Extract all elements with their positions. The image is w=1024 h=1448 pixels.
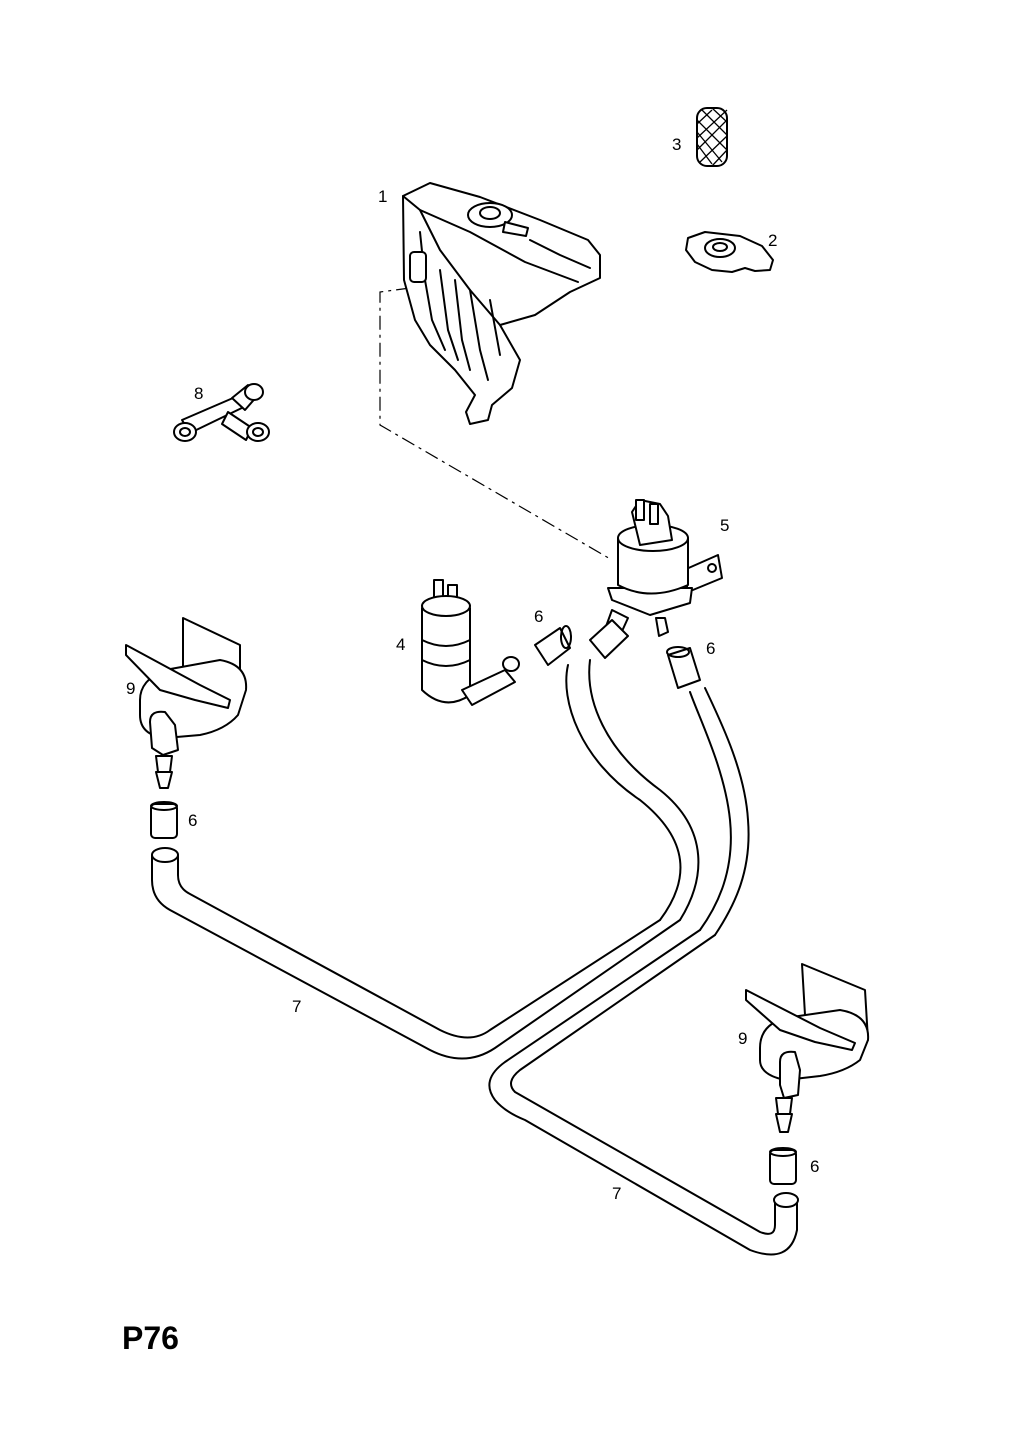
callout-1: 1 <box>378 187 388 206</box>
callout-6c: 6 <box>188 811 198 830</box>
t-piece-illustration <box>173 383 270 442</box>
leader-line <box>379 287 613 561</box>
filter-illustration <box>696 107 728 167</box>
callout-7b: 7 <box>612 1184 622 1203</box>
jet-right-illustration <box>745 963 870 1133</box>
callout-5: 5 <box>720 516 730 535</box>
callout-9a: 9 <box>126 679 136 698</box>
cap-illustration <box>685 231 774 273</box>
callout-6a: 6 <box>534 607 544 626</box>
hose-right-illustration <box>488 929 799 1256</box>
hose-left-illustration <box>151 847 681 1060</box>
callout-6d: 6 <box>810 1157 820 1176</box>
pump-small-illustration <box>421 579 520 706</box>
pump-hoses <box>565 659 750 936</box>
callout-8: 8 <box>194 384 204 403</box>
connector-illustrations <box>150 619 797 1185</box>
callout-4: 4 <box>396 635 406 654</box>
callout-2: 2 <box>768 231 778 250</box>
callout-9b: 9 <box>738 1029 748 1048</box>
pump-main-illustration <box>603 499 723 641</box>
jet-left-illustration <box>125 617 248 789</box>
callout-7a: 7 <box>292 997 302 1016</box>
page-code: P76 <box>122 1320 179 1356</box>
reservoir-illustration <box>402 182 601 425</box>
callout-6b: 6 <box>706 639 716 658</box>
callout-3: 3 <box>672 135 682 154</box>
